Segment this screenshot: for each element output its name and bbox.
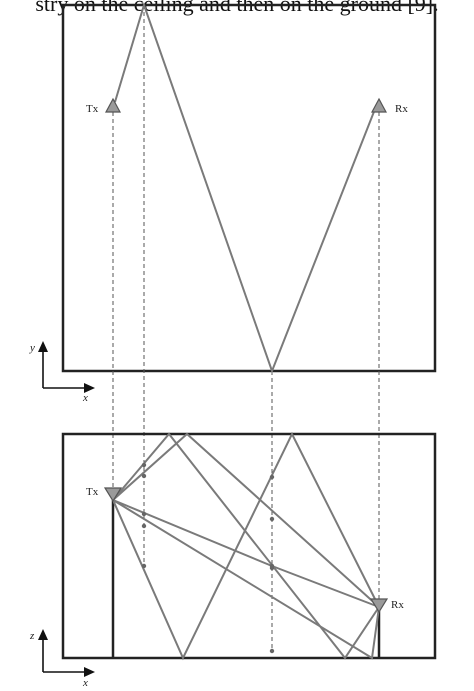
side-view-panel: Tx Rx z x xyxy=(29,431,437,689)
tx-antenna-top xyxy=(104,97,122,113)
reflection-marker xyxy=(141,563,147,569)
z-axis-arrow xyxy=(38,629,48,640)
x-axis-label-top: x xyxy=(82,392,88,404)
reflection-marker xyxy=(269,474,275,480)
z-axis-label: z xyxy=(29,630,35,642)
rx-antenna-top xyxy=(370,97,388,113)
top-view-ray-path xyxy=(114,1,378,374)
x-axis-arrow-top xyxy=(84,383,95,393)
reflection-marker xyxy=(141,523,147,529)
side-ray-path-2 xyxy=(112,432,380,608)
y-axis-label: y xyxy=(29,342,35,354)
side-ray-path-1 xyxy=(112,432,380,660)
y-axis-arrow xyxy=(38,341,48,352)
reflection-marker xyxy=(141,473,147,479)
tx-antenna-side xyxy=(103,487,123,503)
x-axis-label-side: x xyxy=(82,677,88,689)
rx-antenna-side xyxy=(369,598,389,614)
side-ray-path-3 xyxy=(112,431,380,661)
side-view-room-outline xyxy=(61,432,437,660)
tx-label-top: Tx xyxy=(86,103,99,115)
side-ray-path-5 xyxy=(112,499,380,660)
reflection-marker xyxy=(269,565,275,571)
top-view-room-outline xyxy=(61,3,437,373)
reflection-marker xyxy=(141,511,147,517)
top-view-panel: Tx Rx y x xyxy=(29,1,437,651)
rx-label-side: Rx xyxy=(391,599,404,611)
tx-label-side: Tx xyxy=(86,486,99,498)
x-axis-arrow-side xyxy=(84,667,95,677)
reflection-marker xyxy=(141,462,147,468)
rx-label-top: Rx xyxy=(395,103,408,115)
reflection-marker xyxy=(269,648,275,654)
reflection-marker xyxy=(269,516,275,522)
